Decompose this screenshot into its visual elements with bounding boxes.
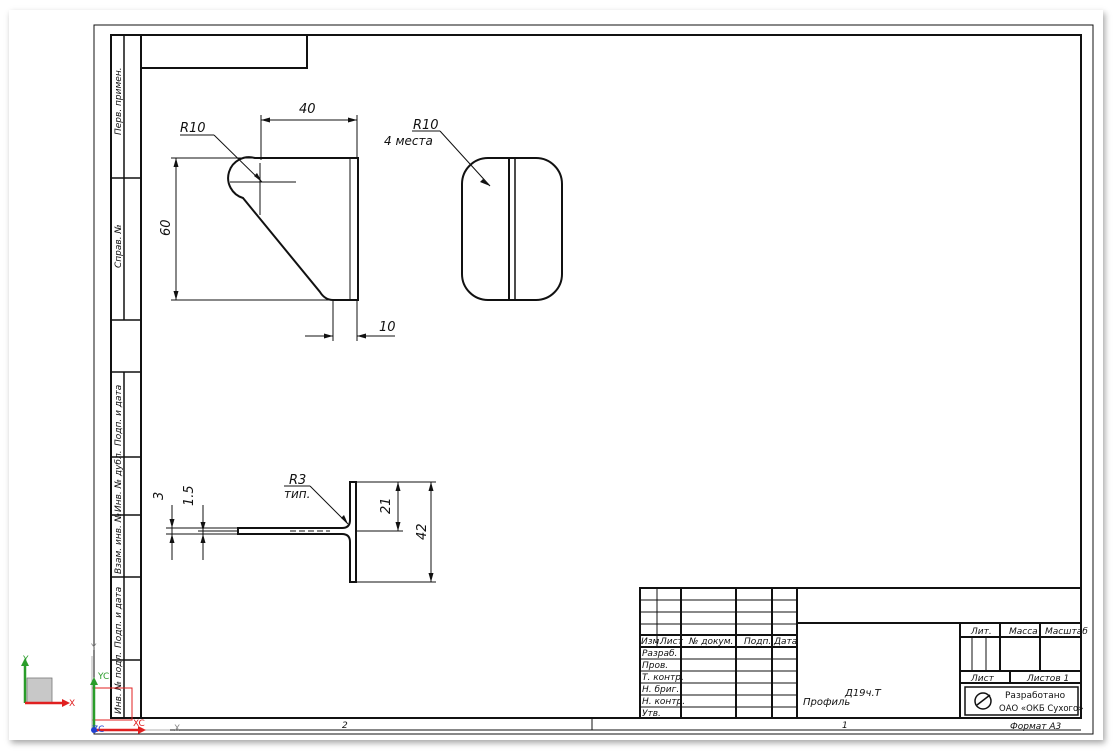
format-label: Формат А3	[1010, 722, 1062, 732]
dim-r3: R3	[289, 473, 306, 488]
world-axis-triad	[21, 658, 70, 707]
tb-izm: Изм.	[641, 637, 662, 647]
dim-1-5: 1.5	[182, 485, 197, 506]
outer-frame	[93, 24, 1094, 735]
strip-invdubl-label: Инв. № дубл.	[114, 450, 124, 512]
tb-tkontr: Т. контр.	[642, 673, 684, 683]
zone-2-label: 2	[342, 721, 348, 731]
dim-42: 42	[415, 523, 430, 540]
part-side-view	[171, 115, 395, 341]
inner-frame	[110, 34, 1082, 719]
dim-21: 21	[379, 497, 394, 514]
tb-name: Профиль	[803, 697, 850, 708]
tb-list: Лист	[659, 637, 684, 647]
tb-list2: Лист	[970, 674, 995, 684]
axis-x2-label: X	[174, 724, 180, 734]
tb-razrab: Разраб.	[642, 649, 677, 659]
tb-org: ОАО «ОКБ Сухого»	[999, 704, 1083, 714]
dim-r10: R10	[180, 121, 206, 136]
dim-60: 60	[159, 219, 174, 236]
tb-lit: Лит.	[970, 627, 992, 637]
tb-nbrig: Н. бриг.	[642, 685, 679, 695]
left-strip	[110, 35, 142, 718]
tb-listov: Листов 1	[1026, 674, 1069, 684]
axis-x1-label: X	[69, 699, 75, 709]
part-front-view	[412, 130, 563, 301]
drawing-sheet	[9, 10, 1103, 740]
side-view-arrows	[173, 117, 366, 339]
dim-typ: тип.	[284, 487, 310, 501]
tb-code: Д19ч.Т	[844, 688, 882, 699]
work-axis-triad	[90, 656, 170, 734]
part-section-view	[166, 481, 436, 583]
tb-masshtab: Масштаб	[1045, 627, 1088, 637]
dim-10: 10	[379, 320, 396, 335]
axis-zc-label: ZC	[92, 725, 104, 735]
tb-nkontr: Н. контр.	[642, 697, 685, 707]
axis-y1-label: Y	[22, 655, 29, 665]
zone-1-label: 1	[842, 721, 848, 731]
dim-40: 40	[299, 102, 316, 117]
strip-podp2-label: Подп. и дата	[114, 587, 124, 648]
tb-ndoc: № докум.	[688, 637, 733, 647]
axis-xc-label: XC	[133, 719, 145, 729]
axis-yc-label: YC	[97, 672, 109, 682]
dim-4-places: 4 места	[384, 134, 433, 148]
front-view-arrow	[480, 179, 490, 186]
strip-vzam-label: Взам. инв. №	[114, 513, 124, 574]
section-arrows	[169, 482, 434, 582]
tb-podp: Подп.	[744, 637, 771, 647]
strip-sprav-label: Справ. №	[114, 224, 124, 268]
axis-y2-label: Y	[90, 643, 97, 653]
title-block	[639, 587, 1082, 719]
tb-massa: Масса	[1009, 627, 1038, 637]
top-left-box	[140, 35, 308, 69]
tb-razrabotano: Разработано	[1005, 691, 1066, 701]
strip-podp1-label: Подп. и дата	[114, 385, 124, 446]
strip-perv-label: Перв. примен.	[114, 67, 124, 135]
dim-r10-places: R10	[413, 118, 439, 133]
tb-data: Дата	[773, 637, 797, 647]
tb-prov: Пров.	[642, 661, 668, 671]
dim-3: 3	[152, 492, 167, 500]
tb-utv: Утв.	[642, 709, 661, 719]
strip-invpodl-label: Инв. № подл.	[114, 652, 124, 714]
